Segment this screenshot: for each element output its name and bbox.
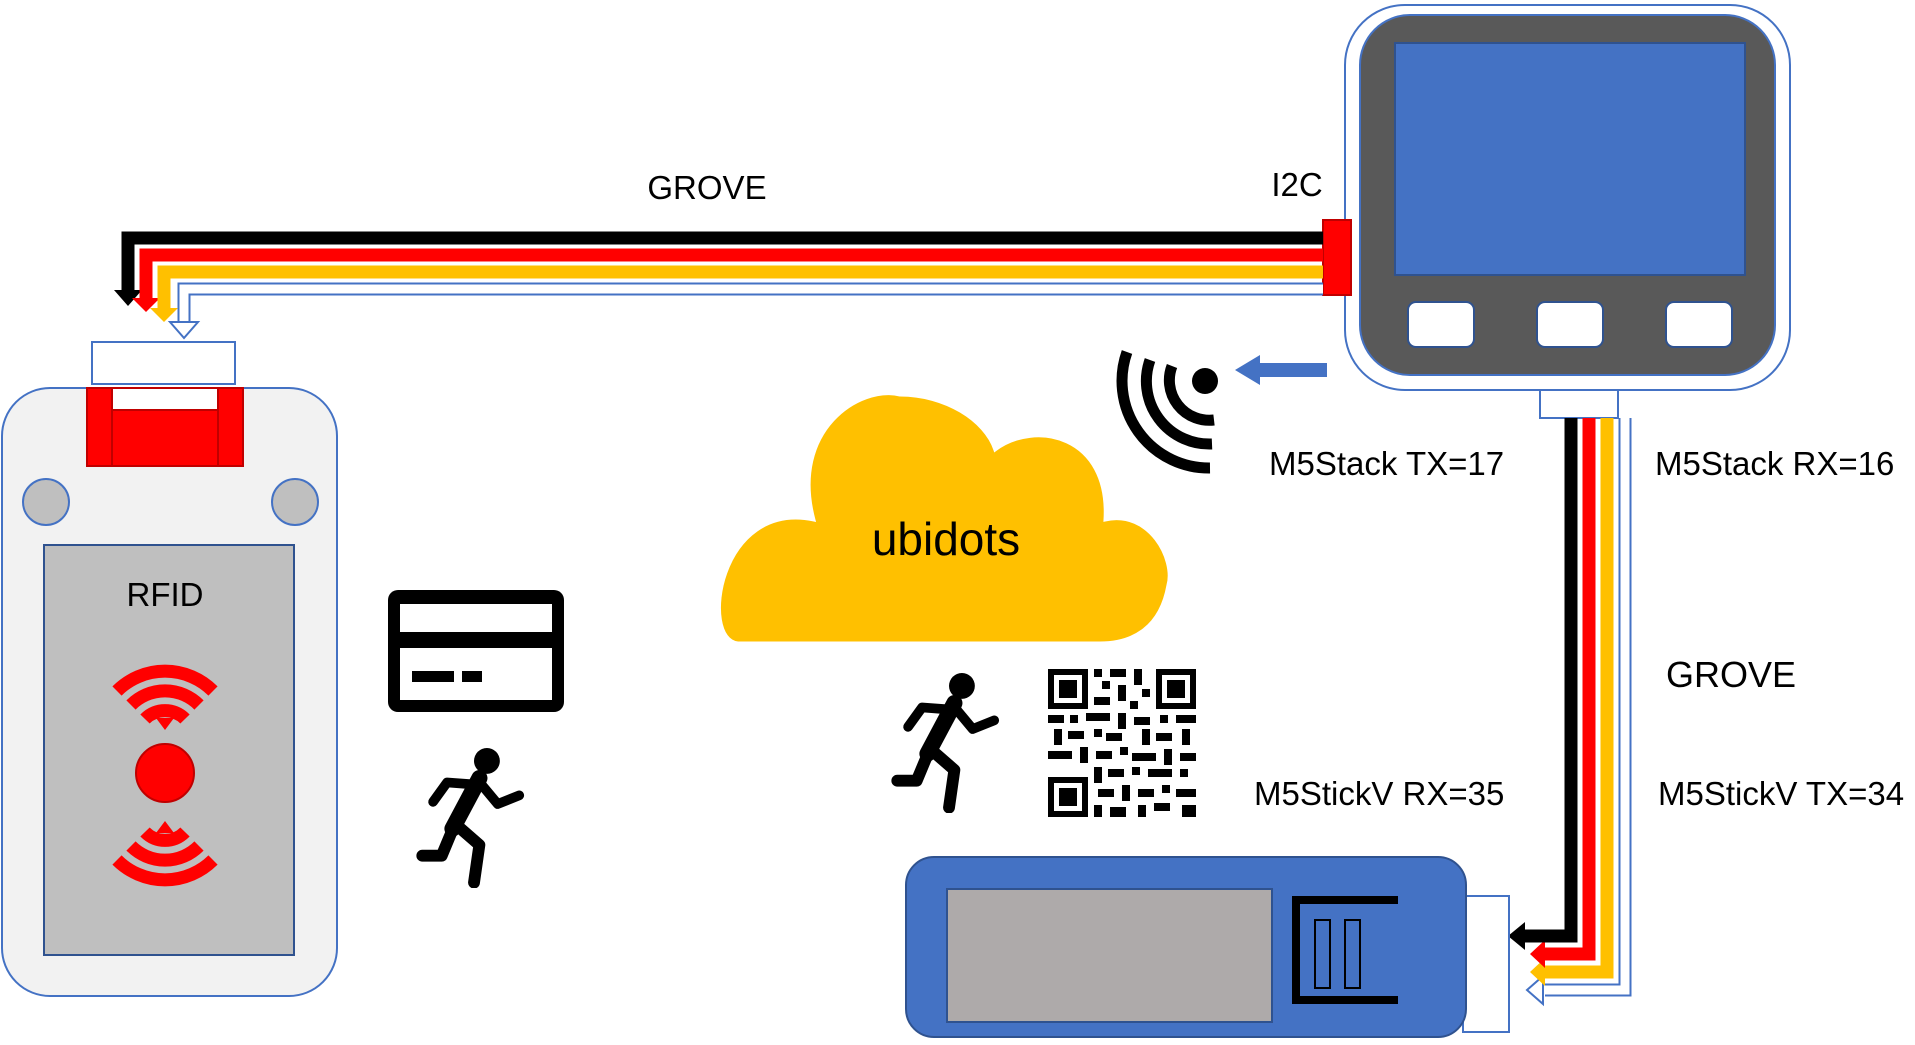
- m5stickv-camera-module: [1292, 896, 1398, 1004]
- ubidots-cloud: ubidots: [718, 392, 1171, 645]
- grove-cable-top: [114, 231, 1323, 340]
- m5stack-rx-label: M5Stack RX=16: [1655, 445, 1894, 482]
- rfid-screw-right: [271, 478, 319, 526]
- grove-cable-right: [1508, 418, 1632, 1007]
- m5stack-button-b: [1536, 301, 1604, 348]
- i2c-label: I2C: [1271, 166, 1322, 203]
- credit-card-icon: [388, 590, 564, 712]
- m5stickv-tx-label: M5StickV TX=34: [1658, 775, 1904, 812]
- i2c-port: [1322, 219, 1352, 296]
- m5stack-bottom-port: [1539, 389, 1619, 419]
- grove-right-label: GROVE: [1666, 654, 1796, 695]
- m5stack-screen: [1394, 42, 1746, 276]
- running-person-icon-middle: [897, 673, 994, 808]
- rfid-screw-left: [22, 478, 70, 526]
- rfid-unit: RFID: [1, 341, 338, 997]
- rfid-label: RFID: [127, 576, 204, 613]
- qr-code-icon: [1046, 667, 1198, 819]
- m5stickv-device: [905, 856, 1510, 1038]
- m5stickv-rx-label: M5StickV RX=35: [1254, 775, 1504, 812]
- rfid-center-dot: [135, 743, 195, 803]
- m5stickv-screen: [946, 888, 1273, 1023]
- m5stack-button-c: [1665, 301, 1733, 348]
- rfid-port-cover: [91, 341, 236, 385]
- wifi-signal-bottom-icon: [112, 821, 218, 887]
- wifi-signal-top-icon: [112, 664, 218, 730]
- m5stickv-port: [1462, 895, 1510, 1033]
- grove-top-label: GROVE: [647, 169, 766, 206]
- wireless-signal-icon: [1116, 350, 1218, 474]
- m5stack-tx-label: M5Stack TX=17: [1269, 445, 1504, 482]
- m5stack-button-a: [1407, 301, 1475, 348]
- cloud-label: ubidots: [872, 513, 1020, 565]
- m5stack-device: [1322, 4, 1791, 419]
- signal-arrow-icon: [1235, 355, 1327, 385]
- running-person-icon-left: [422, 748, 519, 883]
